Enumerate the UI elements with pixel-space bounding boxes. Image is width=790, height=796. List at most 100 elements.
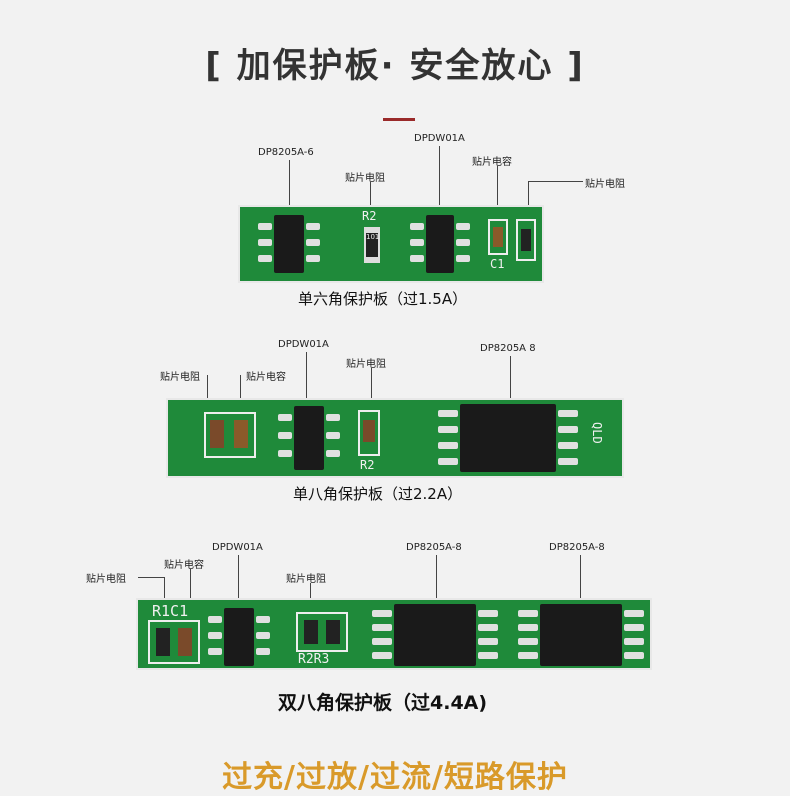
board2-protect-ic: [294, 406, 324, 470]
board1-label-resistor: 贴片电阻: [345, 173, 385, 184]
board2-pin: [438, 426, 458, 433]
board3-smd-pair2-frame: [296, 612, 348, 652]
board1-smd-capacitor: [488, 219, 508, 255]
board2-smd-resistor: [210, 420, 224, 448]
board3-mosfet-chip1: [394, 604, 476, 666]
board1-silk-c1: C1: [490, 257, 505, 271]
board1-leader-resistor: [370, 182, 371, 212]
board1-resistor2-body: [521, 229, 531, 251]
page-title: [ 加保护板· 安全放心 ]: [205, 46, 585, 86]
protection-tagline: 过充/过放/过流/短路保护: [222, 760, 568, 795]
board2-pcb: R2 QLD: [166, 398, 624, 478]
board3-smd-resistor2: [304, 620, 318, 644]
board2-pin: [558, 410, 578, 417]
board3-pin: [518, 624, 538, 631]
board3-leader-resistor2: [310, 583, 311, 601]
board3-smd-resistor: [156, 628, 170, 656]
board3-leader-resistor: [164, 577, 165, 601]
board1-label-capacitor: 贴片电容: [472, 157, 512, 168]
board3-mosfet-chip2: [540, 604, 622, 666]
board2-pin: [278, 432, 292, 439]
board1-capacitor-body: [493, 227, 503, 247]
board2-leader-chip1: [306, 352, 307, 402]
board3-leader-chip1: [238, 555, 239, 601]
board2-mosfet-chip: [460, 404, 556, 472]
board2-leader-capacitor: [240, 375, 241, 403]
board3-pcb: R1C1 R2R3: [136, 598, 652, 670]
board3-pin: [208, 616, 222, 623]
board3-silk-r1c1: R1C1: [152, 602, 189, 620]
board2-smd-resistor2: [358, 410, 380, 456]
board2-leader-chip2: [510, 356, 511, 404]
board3-smd-resistor3: [326, 620, 340, 644]
board2-resistor2-body: [363, 420, 375, 442]
board2-label-resistor2: 贴片电阻: [346, 359, 386, 370]
board3-silk-r2r3: R2R3: [298, 652, 330, 667]
board3-pin: [256, 616, 270, 623]
board3-leader-capacitor: [190, 569, 191, 601]
board2-pin: [558, 442, 578, 449]
board1-smd-resistor2: [516, 219, 536, 261]
board2-pin: [326, 432, 340, 439]
board3-pin: [478, 624, 498, 631]
board3-pin: [624, 652, 644, 659]
board1-leader-chip1: [289, 160, 290, 212]
board1-pcb: R2 101 C1: [238, 205, 544, 283]
board2-pin: [326, 414, 340, 421]
board3-leader-chip3: [580, 555, 581, 601]
board2-label-chip1: DPDW01A: [278, 339, 329, 350]
board1-resistor-body: 101: [366, 233, 379, 257]
board1-leader-resistor2: [528, 181, 529, 212]
board1-pin: [306, 223, 320, 230]
board1-pin: [410, 255, 424, 262]
board2-pin: [438, 442, 458, 449]
board3-label-capacitor: 贴片电容: [164, 560, 204, 571]
board1-pin: [456, 255, 470, 262]
board1-pin: [258, 239, 272, 246]
board2-pin: [278, 414, 292, 421]
board3-pin: [256, 648, 270, 655]
board3-pin: [208, 648, 222, 655]
board2-silk-qld: QLD: [590, 422, 604, 444]
board3-leader-resistor-h: [138, 577, 164, 578]
board3-label-resistor: 贴片电阻: [86, 574, 126, 585]
board2-label-chip2: DP8205A 8: [480, 343, 536, 354]
board1-label-chip1: DP8205A-6: [258, 147, 314, 158]
board3-label-chip3: DP8205A-8: [549, 542, 605, 553]
board1-pin: [306, 255, 320, 262]
board1-mosfet-chip: [274, 215, 304, 273]
title-accent-line: [383, 118, 415, 121]
board3-label-resistor2: 贴片电阻: [286, 574, 326, 585]
board2-pin: [558, 426, 578, 433]
board1-label-resistor2: 贴片电阻: [585, 179, 625, 190]
board3-pin: [518, 610, 538, 617]
board2-pin: [278, 450, 292, 457]
board3-pin: [478, 652, 498, 659]
board1-leader-resistor2-h: [528, 181, 583, 182]
board1-caption: 单六角保护板（过1.5A）: [298, 290, 468, 308]
board2-leader-resistor2: [371, 368, 372, 404]
board1-pin: [410, 223, 424, 230]
board3-pin: [518, 638, 538, 645]
board1-pin: [258, 223, 272, 230]
board1-silk-r2: R2: [362, 209, 377, 223]
board3-pin: [478, 638, 498, 645]
board2-pin: [438, 458, 458, 465]
board1-pin: [410, 239, 424, 246]
board3-label-chip2: DP8205A-8: [406, 542, 462, 553]
board2-smd-pair-frame: [204, 412, 256, 458]
board3-pin: [372, 610, 392, 617]
board3-pin: [624, 638, 644, 645]
board3-pin: [372, 624, 392, 631]
board1-leader-chip2: [439, 146, 440, 212]
board2-leader-resistor: [207, 375, 208, 403]
board1-leader-capacitor: [497, 166, 498, 212]
board3-protect-ic: [224, 608, 254, 666]
board3-smd-capacitor: [178, 628, 192, 656]
board3-pin: [624, 610, 644, 617]
board3-label-chip1: DPDW01A: [212, 542, 263, 553]
board3-pin: [518, 652, 538, 659]
board3-pin: [256, 632, 270, 639]
board2-silk-r2: R2: [360, 458, 375, 472]
board1-pin: [306, 239, 320, 246]
